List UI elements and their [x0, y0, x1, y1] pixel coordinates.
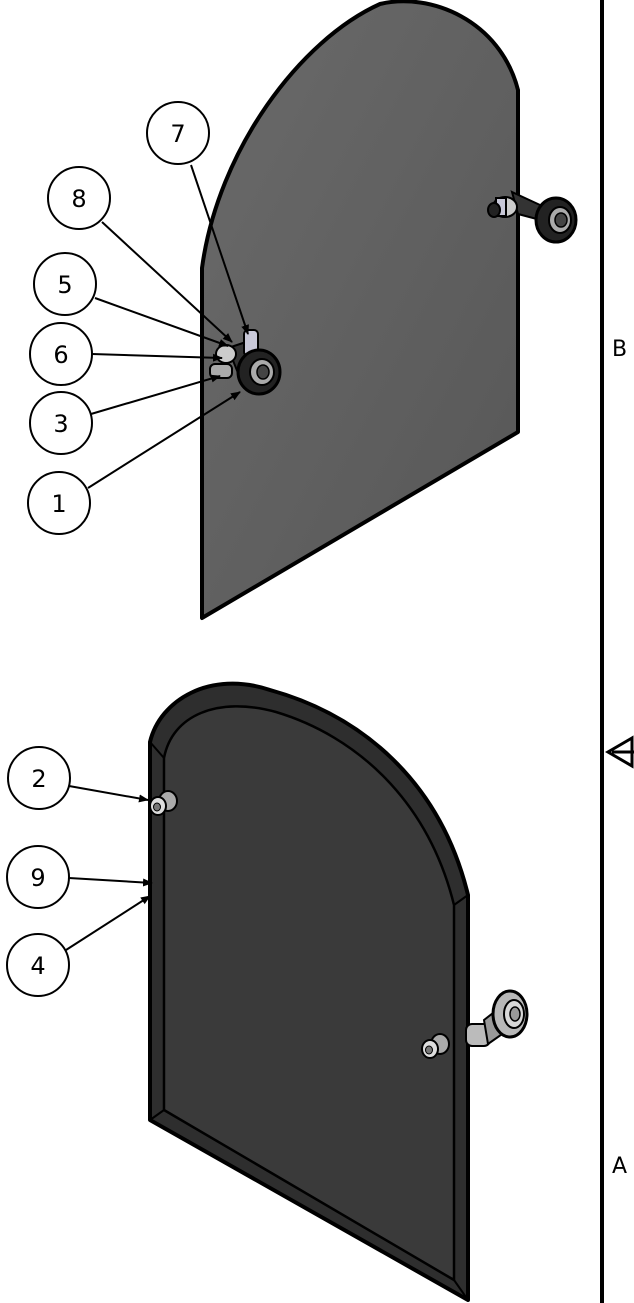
zone-label-upper: B — [612, 337, 627, 362]
callout-4: 4 — [6, 895, 151, 997]
callout-5: 5 — [33, 252, 229, 347]
callout-7-number: 7 — [170, 120, 185, 148]
callout-6-number: 6 — [53, 341, 68, 369]
wall-bracket-right-lower — [465, 989, 529, 1047]
callout-2-number: 2 — [31, 765, 46, 793]
mirror-front-view — [148, 681, 529, 1302]
callout-4-number: 4 — [30, 952, 45, 980]
mirror-back-panel — [200, 0, 520, 620]
mirror-back-view — [200, 0, 578, 620]
mounting-cap-right — [421, 1033, 450, 1059]
mirror-glass — [162, 705, 456, 1282]
section-view-arrow-icon — [605, 735, 634, 769]
callout-5-number: 5 — [57, 271, 72, 299]
callout-1-number: 1 — [51, 490, 66, 518]
callout-9-number: 9 — [30, 864, 45, 892]
callout-8: 8 — [47, 166, 233, 343]
callout-3: 3 — [29, 374, 221, 455]
callout-9: 9 — [6, 845, 153, 909]
callout-6: 6 — [29, 322, 223, 386]
callout-7: 7 — [146, 101, 249, 335]
callout-8-number: 8 — [71, 185, 86, 213]
callout-2: 2 — [7, 746, 149, 810]
wall-bracket-right-upper — [487, 190, 578, 244]
callout-1: 1 — [27, 391, 241, 535]
drawing-border — [600, 0, 634, 1303]
zone-label-lower: A — [612, 1154, 627, 1179]
wall-bracket-left-upper — [209, 329, 282, 396]
mounting-cap-left — [149, 790, 178, 816]
callout-3-number: 3 — [53, 410, 68, 438]
